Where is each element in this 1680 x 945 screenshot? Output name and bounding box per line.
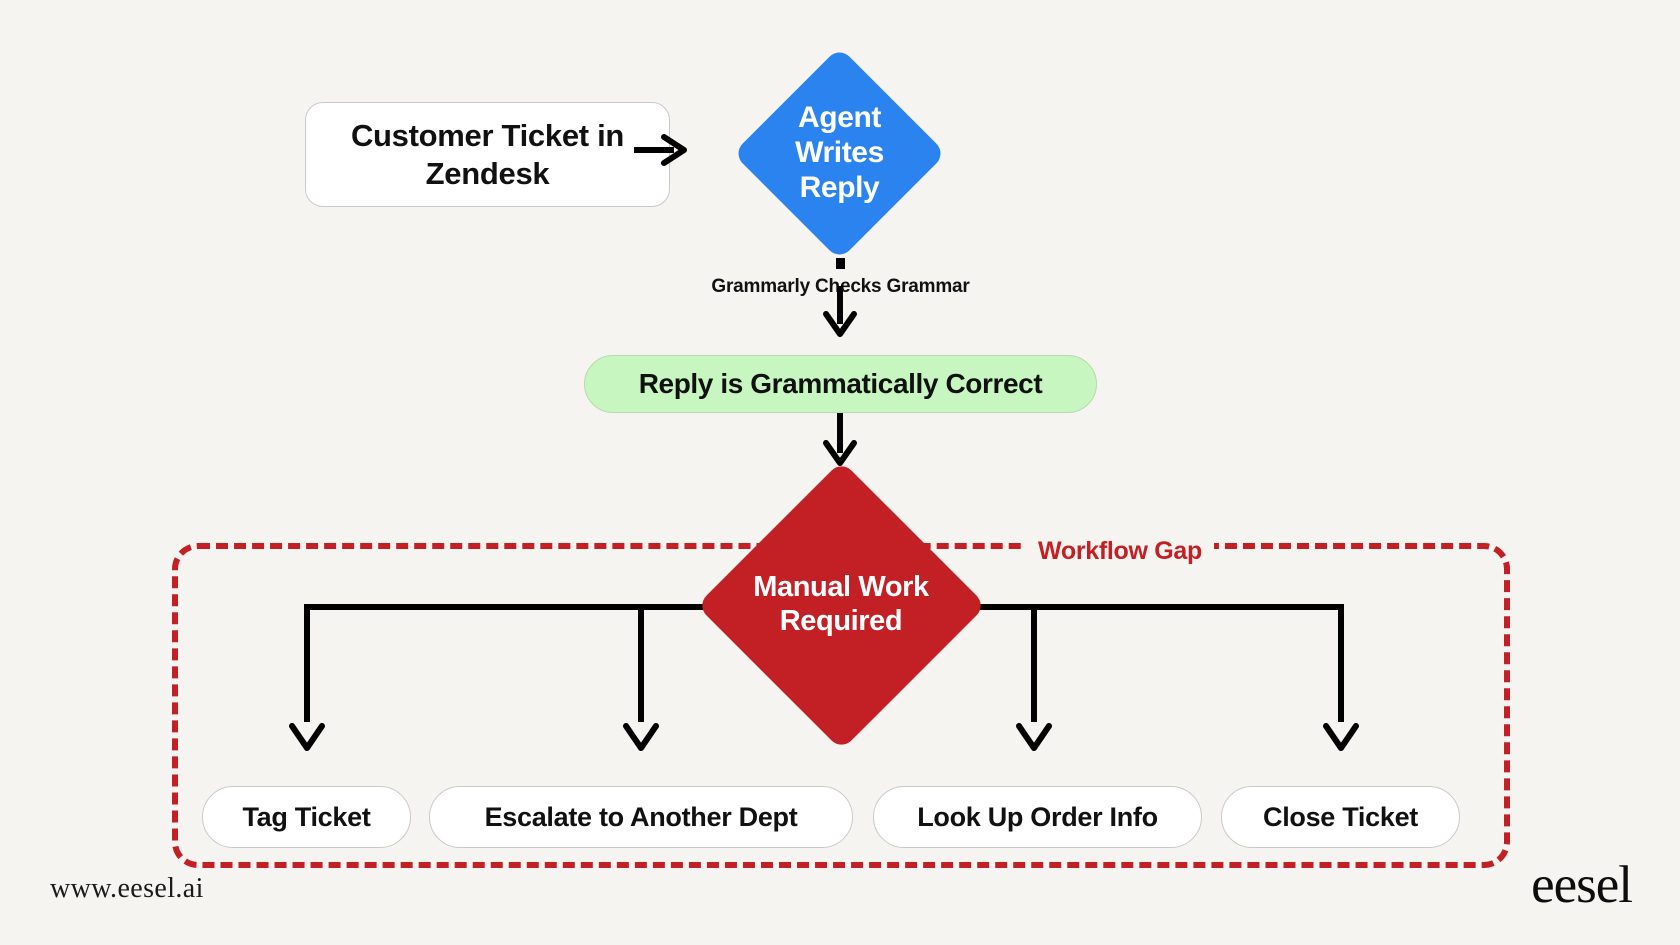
connector-drop-lookup [1031,604,1037,722]
node-grammatically-correct[interactable]: Reply is Grammatically Correct [584,355,1097,413]
node-action-close-ticket[interactable]: Close Ticket [1221,786,1460,848]
node-customer-ticket[interactable]: Customer Ticket in Zendesk [305,102,670,207]
arrow-ticket-to-agent [634,134,687,166]
connector-drop-escalate [638,604,644,722]
node-action-tag-ticket[interactable]: Tag Ticket [202,786,411,848]
arrowhead-lookup [1016,723,1052,751]
brand-logo: eesel [1531,856,1633,914]
arrowhead-close [1323,723,1359,751]
arrowhead-escalate [623,723,659,751]
edge-stub-agent [836,258,845,269]
arrow-grammar-ok-to-manual [823,413,857,466]
node-manual-label: Manual Work Required [753,571,929,637]
site-url: www.eesel.ai [50,873,204,904]
node-agent-writes-reply[interactable]: Agent Writes Reply [732,46,947,261]
arrow-grammarly-to-grammar-ok [823,286,857,337]
node-manual-work-required[interactable]: Manual Work Required [696,460,986,750]
arrowhead-tag [289,723,325,751]
node-action-escalate-to-another-dept[interactable]: Escalate to Another Dept [429,786,853,848]
connector-drop-tag [304,604,310,722]
node-action-look-up-order-info[interactable]: Look Up Order Info [873,786,1202,848]
node-agent-label: Agent Writes Reply [795,101,884,204]
workflow-gap-label: Workflow Gap [1026,538,1215,564]
connector-drop-close [1338,604,1344,722]
